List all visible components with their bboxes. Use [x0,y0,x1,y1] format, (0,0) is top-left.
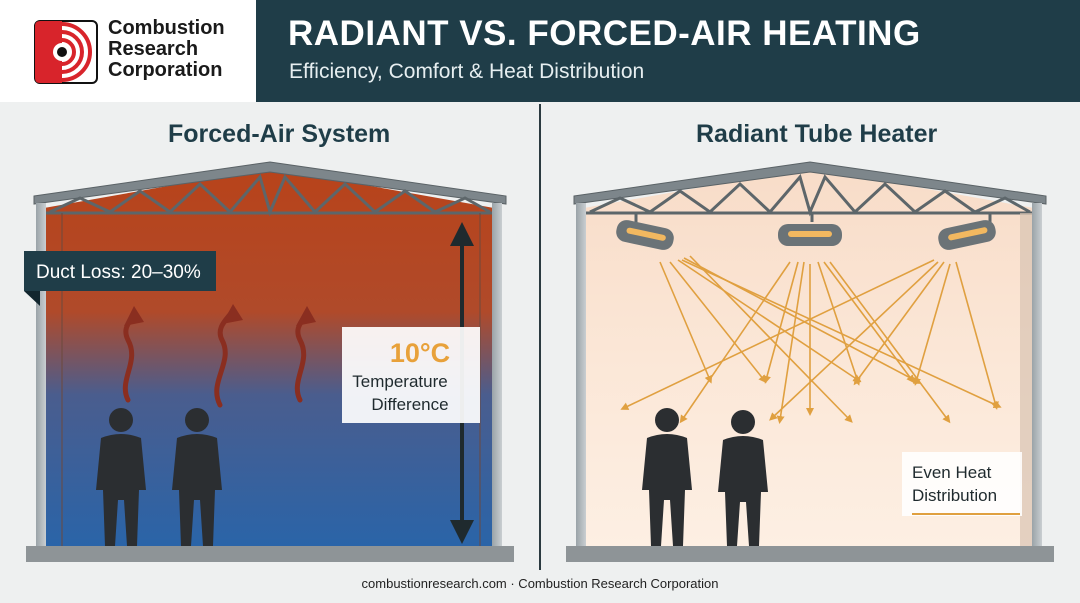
tube-heater-icon [778,213,842,246]
even-heat-line-2: Distribution [912,486,997,505]
forced-air-left-wall [36,203,46,549]
tube-heater-icon [938,213,996,250]
forced-air-truss [44,173,494,217]
brand-line-1: Combustion [108,17,225,39]
brand-name: Combustion Research Corporation [108,18,225,81]
forced-air-diagram: 10°C Temperature Difference Duct Loss: 2… [24,161,514,562]
radiant-diagram: Even Heat Distribution [566,161,1054,562]
duct-loss-label: Duct Loss: 20–30% [36,262,201,283]
radiant-truss [584,173,1034,217]
radiant-title: Radiant Tube Heater [696,120,938,148]
radiant-rays [620,255,1002,424]
temperature-label-line-1: Temperature [352,372,447,391]
radiant-left-wall [576,203,586,549]
forced-air-roof [33,161,507,205]
brand-line-3: Corporation [108,59,223,81]
tube-heater-icon [616,213,674,250]
page-subtitle: Efficiency, Comfort & Heat Distribution [289,60,645,83]
radiant-floor [566,546,1054,562]
heat-arrowheads [124,304,316,326]
radiant-roof [573,161,1047,205]
temperature-value: 10°C [390,338,450,368]
worker-silhouette-icon [172,408,222,546]
forced-air-floor [26,546,514,562]
worker-silhouette-icon [642,408,692,546]
logo-box: Combustion Research Corporation [0,0,256,102]
page-title: RADIANT VS. FORCED-AIR HEATING [288,14,921,53]
forced-air-right-wall [492,203,502,549]
concentric-arc-logo-icon [34,20,98,84]
duct-loss-callout [24,251,216,291]
panel-divider [539,104,541,570]
even-heat-label-box [902,452,1022,516]
footer-text: combustionresearch.com · Combustion Rese… [361,576,719,591]
forced-air-title: Forced-Air System [168,120,391,148]
brand-line-2: Research [108,38,199,60]
radiant-right-wall [1032,203,1042,549]
temperature-label-line-2: Difference [371,395,448,414]
worker-silhouette-icon [96,408,146,546]
temperature-label-box [342,327,480,423]
worker-silhouette-icon [718,410,768,546]
even-heat-line-1: Even Heat [912,463,992,482]
